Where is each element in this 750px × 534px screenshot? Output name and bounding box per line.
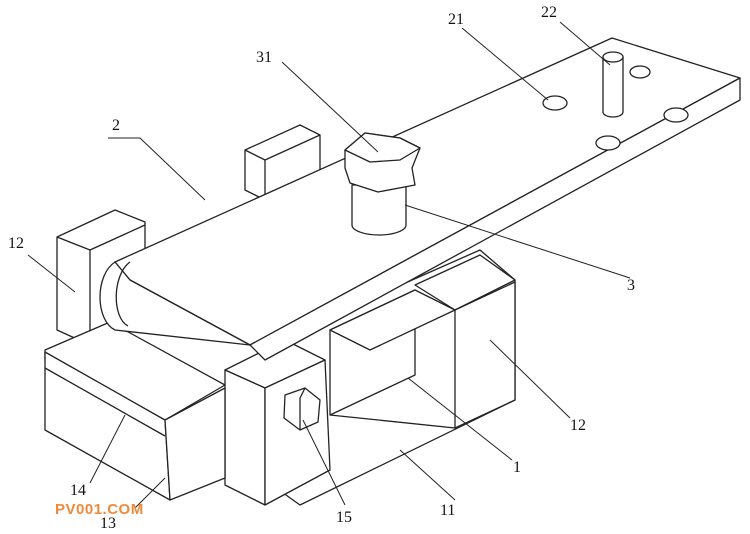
label-31: 31 — [256, 49, 272, 66]
label-21: 21 — [448, 11, 464, 28]
pin — [602, 51, 624, 118]
label-15: 15 — [336, 509, 352, 526]
label-11: 11 — [440, 502, 455, 519]
label-1: 1 — [513, 459, 521, 476]
knob-screw — [344, 132, 421, 236]
watermark: PV001.COM — [55, 501, 144, 518]
holes — [542, 65, 689, 151]
hex-bolt — [283, 387, 321, 431]
label-12-left: 12 — [8, 235, 24, 252]
label-22: 22 — [541, 4, 557, 21]
label-14: 14 — [70, 482, 86, 499]
long-plate — [99, 37, 741, 361]
leader-lines — [27, 21, 631, 509]
label-12-right: 12 — [570, 417, 586, 434]
label-13: 13 — [100, 515, 116, 532]
base-block — [224, 249, 516, 506]
pad-block — [44, 321, 226, 501]
label-3: 3 — [627, 277, 635, 294]
label-2: 2 — [112, 117, 120, 134]
